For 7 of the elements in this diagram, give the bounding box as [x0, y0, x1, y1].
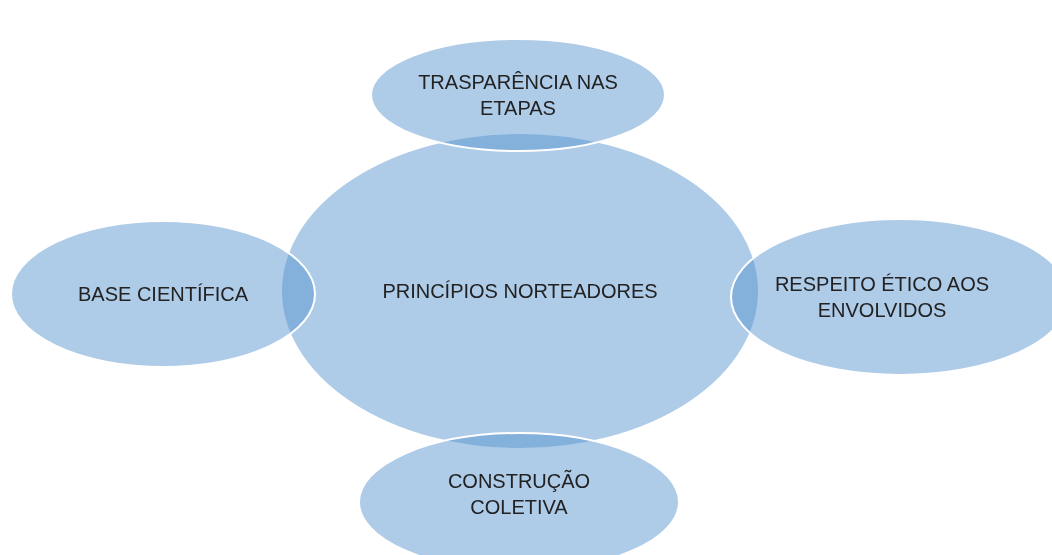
principle-label: PRINCÍPIOS NORTEADORES	[381, 279, 659, 304]
principle-label: TRASPARÊNCIA NAS ETAPAS	[418, 70, 618, 121]
principle-ellipse	[10, 220, 316, 368]
principle-label: CONSTRUÇÃO COLETIVA	[446, 468, 592, 520]
principle-label: BASE CIENTÍFICA	[77, 282, 249, 307]
principle-label: RESPEITO ÉTICO AOS ENVOLVIDOS	[773, 272, 991, 323]
principle-ellipse	[370, 38, 666, 152]
